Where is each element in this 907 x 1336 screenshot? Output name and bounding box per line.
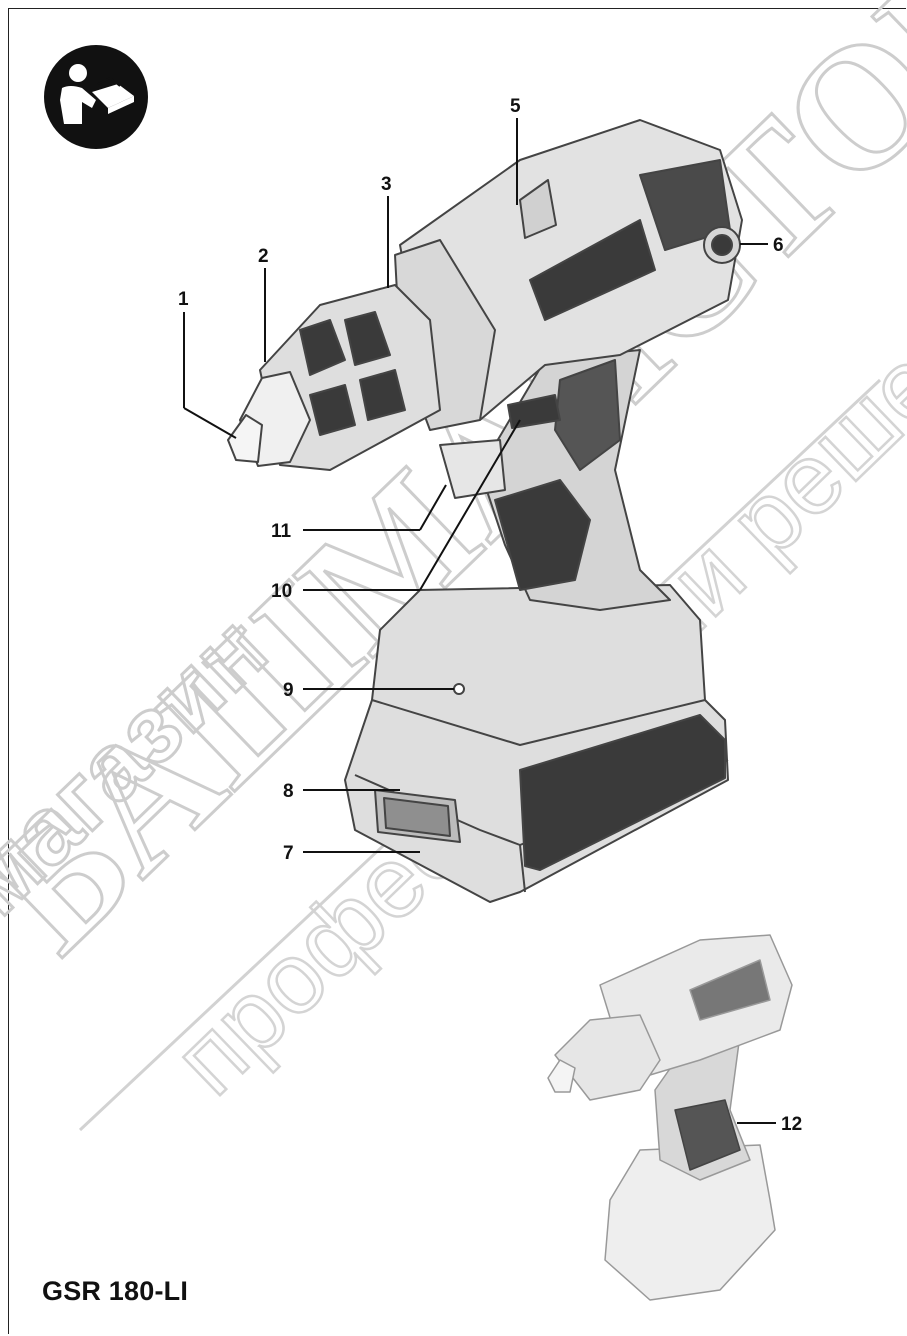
model-name: GSR 180-LI xyxy=(42,1276,189,1306)
callout-3: 3 xyxy=(381,174,392,195)
callout-12: 12 xyxy=(781,1114,802,1135)
callout-6: 6 xyxy=(773,235,784,256)
callout-9: 9 xyxy=(283,680,294,701)
read-manual-icon xyxy=(44,45,148,149)
drill-illustration xyxy=(227,119,743,903)
callout-7: 7 xyxy=(283,843,294,864)
callout-labels: 1 2 3 5 6 11 10 9 8 7 12 xyxy=(178,96,802,1135)
callout-2: 2 xyxy=(258,246,269,267)
page-frame xyxy=(8,8,906,1334)
callout-5: 5 xyxy=(510,96,521,117)
callout-8: 8 xyxy=(283,781,294,802)
callout-1: 1 xyxy=(178,289,189,310)
callout-10: 10 xyxy=(271,581,292,602)
drill-small-illustration xyxy=(547,934,793,1301)
leader-lines xyxy=(183,118,776,1124)
callout-11: 11 xyxy=(271,521,292,542)
